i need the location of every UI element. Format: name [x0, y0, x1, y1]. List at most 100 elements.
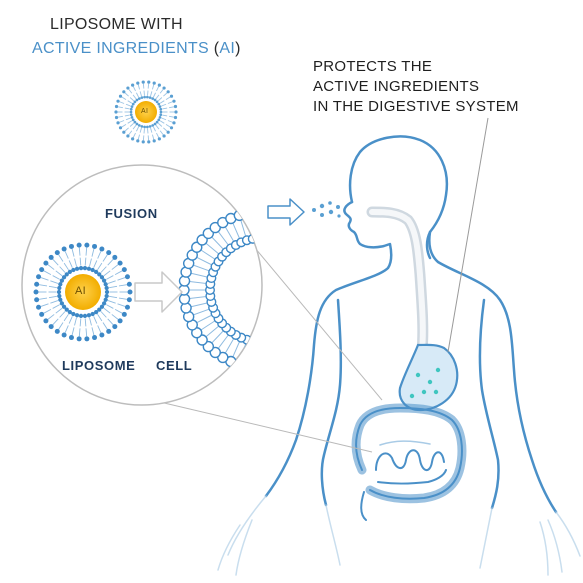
lipid-tail [85, 328, 88, 337]
intestines [351, 403, 467, 521]
lipid-tail [150, 127, 153, 133]
lipid-tail [91, 248, 95, 257]
lipid-tail [165, 96, 171, 101]
lipid-tail [162, 107, 168, 110]
lipid-head [166, 130, 170, 134]
lipid-head [162, 86, 166, 90]
lipid-tail [161, 103, 167, 107]
lipid-tail [124, 114, 130, 117]
lipid-head [104, 293, 109, 299]
lipid-tail [52, 258, 59, 266]
membrane-tail [232, 222, 240, 238]
lipid-head [114, 104, 119, 109]
lipid-tail [161, 117, 167, 121]
lipid-head [143, 125, 146, 129]
lipid-head [157, 83, 161, 87]
membrane-tail [205, 242, 219, 254]
lipid-head [103, 297, 108, 302]
lipid-head [147, 140, 151, 144]
membrane-tail [189, 296, 206, 299]
lipid-head [92, 243, 98, 249]
membrane-head [253, 233, 262, 244]
liposome-label: LIPOSOME [62, 358, 136, 373]
lipid-head [157, 118, 161, 122]
lipid-head [173, 104, 178, 109]
lipid-tail [156, 132, 160, 138]
membrane-tail [224, 226, 234, 241]
lipid-tail [139, 127, 142, 133]
lipid-head [76, 336, 82, 342]
large-liposome-core [65, 274, 101, 310]
lipid-head [112, 254, 118, 260]
membrane-head [253, 336, 262, 347]
lipid-tail [40, 303, 49, 307]
lipid-tail [52, 275, 60, 280]
membrane-tail [200, 320, 215, 331]
lipid-head [146, 125, 149, 129]
lipid-head [169, 126, 174, 130]
lipid-tail [71, 327, 75, 336]
lipid-head [135, 122, 139, 126]
lipid-head [39, 267, 45, 273]
arms-faded [217, 495, 581, 576]
lipid-tail [127, 120, 133, 124]
lipid-tail [117, 277, 126, 281]
lipid-head [94, 269, 99, 275]
lipid-head [173, 115, 178, 120]
lipid-head [129, 113, 133, 117]
lipid-head [172, 99, 176, 103]
body-outline-right [348, 135, 558, 514]
lipid-head [124, 274, 130, 280]
lipid-tail [128, 89, 133, 94]
lipid-tail [43, 308, 52, 314]
caption-line-3: IN THE DIGESTIVE SYSTEM [313, 98, 519, 115]
lipid-tail [89, 317, 92, 326]
lipid-head [43, 318, 49, 324]
lipid-tail [157, 122, 163, 127]
lipid-tail [52, 304, 60, 309]
large-core-label: AI [75, 285, 86, 297]
lipid-tail [169, 106, 174, 109]
lipid-tail [159, 120, 165, 124]
lipid-tail [155, 124, 160, 130]
zoom-lines [159, 229, 383, 453]
lipid-tail [48, 295, 57, 299]
lipid-tail [165, 123, 171, 128]
lipid-head [121, 267, 127, 273]
lipid-head [127, 289, 133, 295]
lipid-tail [118, 297, 127, 300]
membrane-tail [217, 335, 229, 349]
lipid-tail [55, 307, 63, 314]
lipid-tail [85, 247, 88, 256]
lipid-head [141, 140, 145, 144]
lipid-tail [111, 314, 119, 320]
lipid-head [159, 110, 163, 114]
fusion-arrow [134, 271, 183, 313]
lipid-tail [107, 280, 116, 284]
face-profile [264, 200, 393, 498]
lipid-head [78, 313, 84, 319]
lipid-head [61, 246, 67, 252]
lipid-head [114, 115, 119, 120]
lipid-tail [93, 260, 98, 268]
lipid-tail [127, 100, 133, 104]
lipid-tail [59, 266, 66, 273]
lipid-tail [107, 258, 114, 266]
lipid-head [103, 282, 108, 287]
lipid-head [151, 124, 155, 127]
caption-line-2: ACTIVE INGREDIENTS [313, 78, 480, 95]
lipid-head [61, 304, 67, 309]
membrane-tail [232, 342, 240, 358]
membrane-head [242, 361, 254, 373]
lipid-tail [139, 91, 142, 97]
lipid-head [152, 139, 156, 143]
lipid-tail [125, 103, 131, 107]
lipid-tail [48, 285, 57, 289]
lipid-head [33, 289, 39, 295]
lipid-tail [97, 313, 103, 322]
lipid-tail [106, 304, 114, 309]
lipid-tail [114, 270, 123, 276]
membrane-tail [224, 339, 234, 354]
lipid-tail [128, 130, 133, 135]
